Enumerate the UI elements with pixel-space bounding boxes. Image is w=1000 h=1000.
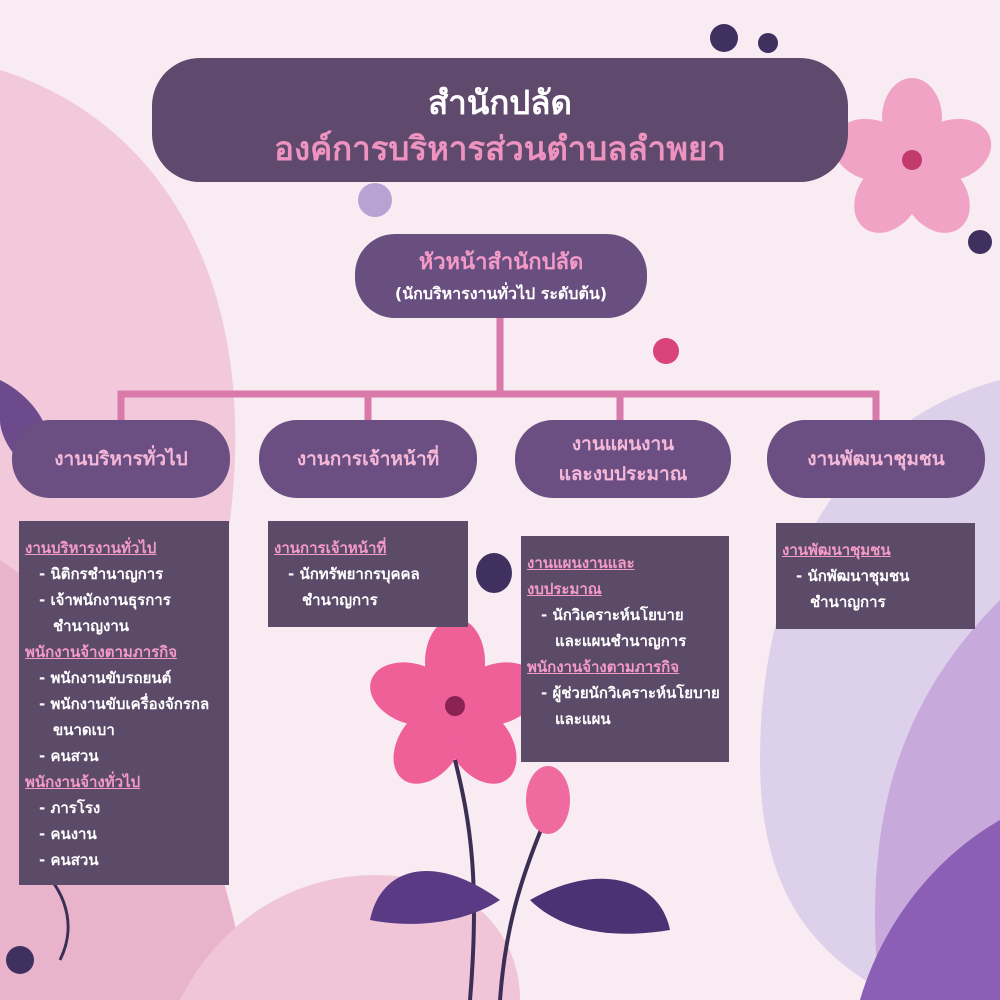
panel-position-item: - นักพัฒนาชุมชน [796, 567, 910, 585]
dept-label-line1: งานแผนงาน [571, 433, 675, 455]
panel-position-item: - นิติกรชำนาญการ [39, 565, 164, 583]
head-of-office-subtitle: (นักบริหารงานทั่วไป ระดับต้น) [394, 284, 608, 303]
panel-position-item: ชำนาญการ [302, 591, 378, 609]
dept-label-line2: และงบประมาณ [558, 463, 688, 485]
panel-planning-budget-staff: งานแผนงานและงบประมาณ - นักวิเคราะห์นโยบาย… [521, 536, 729, 762]
panel-position-item: ขนาดเบา [53, 721, 115, 739]
flower-top-right [832, 78, 992, 233]
head-of-office-box: หัวหน้าสำนักปลัด (นักบริหารงานทั่วไป ระด… [355, 234, 647, 318]
panel-section-heading: งานการเจ้าหน้าที่ [274, 539, 387, 557]
panel-position-item: และแผนชำนาญการ [555, 632, 687, 650]
dept-personnel: งานการเจ้าหน้าที่ [259, 420, 477, 498]
dept-general-admin: งานบริหารทั่วไป [12, 420, 230, 498]
panel-section-heading: งบประมาณ [527, 580, 602, 598]
panel-section-heading: พนักงานจ้างทั่วไป [25, 773, 141, 791]
dept-label: งานบริหารทั่วไป [54, 448, 188, 470]
office-title-banner: สำนักปลัด องค์การบริหารส่วนตำบลลำพยา [152, 58, 848, 182]
panel-personnel-staff: งานการเจ้าหน้าที่ - นักทรัพยากรบุคคลชำนาญ… [268, 521, 468, 627]
panel-position-item: - พนักงานขับเครื่องจักรกล [39, 695, 210, 713]
panel-position-item: ชำนาญงาน [53, 617, 130, 635]
flower-bottom-center [370, 618, 540, 784]
panel-position-item: - พนักงานขับรถยนต์ [39, 669, 172, 687]
panel-general-admin-staff: งานบริหารงานทั่วไป - นิติกรชำนาญการ - เจ้า… [19, 521, 229, 885]
panel-position-item: - นักวิเคราะห์นโยบาย [541, 606, 684, 624]
panel-section-heading: พนักงานจ้างตามภารกิจ [25, 643, 178, 661]
dept-label: งานพัฒนาชุมชน [807, 448, 945, 470]
panel-position-item: - คนสวน [39, 851, 99, 869]
dept-label: งานการเจ้าหน้าที่ [296, 448, 440, 470]
panel-position-item: และแผน [555, 710, 611, 728]
panel-position-item: - เจ้าพนักงานธุรการ [39, 591, 171, 609]
head-of-office-title: หัวหน้าสำนักปลัด [418, 250, 584, 275]
dept-community-development: งานพัฒนาชุมชน [767, 420, 985, 498]
panel-section-heading: งานพัฒนาชุมชน [782, 541, 891, 559]
panel-position-item: ชำนาญการ [810, 593, 886, 611]
panel-position-item: - ผู้ช่วยนักวิเคราะห์นโยบาย [541, 684, 720, 702]
panel-section-heading: งานแผนงานและ [527, 554, 635, 572]
panel-position-item: - ภารโรง [39, 799, 101, 817]
dept-planning-budget: งานแผนงาน และงบประมาณ [515, 420, 731, 498]
panel-section-heading: งานบริหารงานทั่วไป [25, 539, 157, 557]
panel-position-item: - คนสวน [39, 747, 99, 765]
panel-position-item: - นักทรัพยากรบุคคล [288, 565, 420, 583]
panel-community-development-staff: งานพัฒนาชุมชน - นักพัฒนาชุมชนชำนาญการ [776, 523, 975, 629]
panel-section-heading: พนักงานจ้างตามภารกิจ [527, 658, 680, 676]
panel-position-item: - คนงาน [39, 825, 97, 843]
organization-title: องค์การบริหารส่วนตำบลลำพยา [274, 129, 726, 168]
office-title: สำนักปลัด [428, 83, 572, 122]
